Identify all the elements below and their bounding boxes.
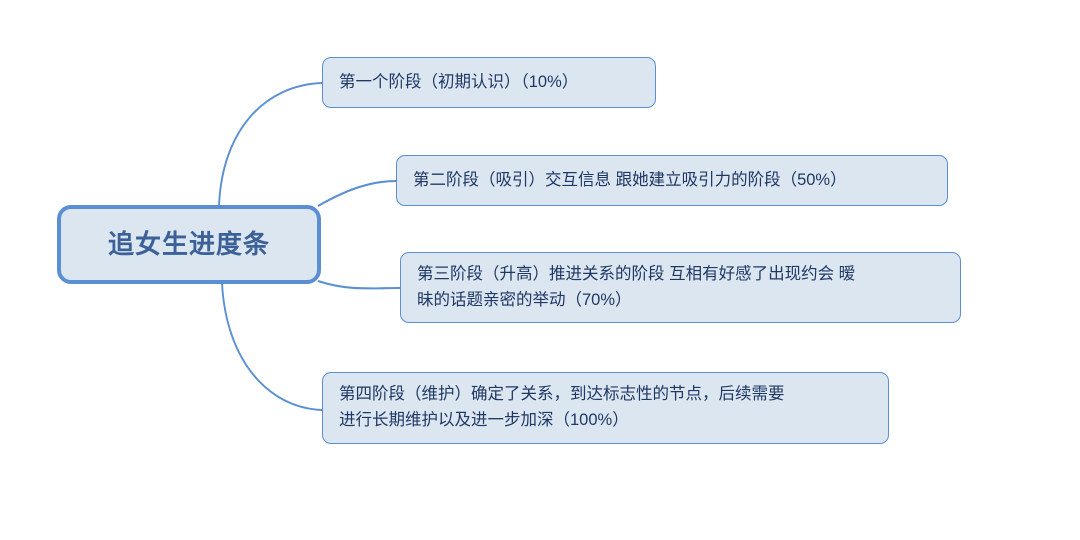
branch-node-stage-3[interactable]: 第三阶段（升高）推进关系的阶段 互相有好感了出现约会 暧 昧的话题亲密的举动（7… bbox=[400, 252, 961, 323]
branch-node-stage-1[interactable]: 第一个阶段（初期认识）（10%） bbox=[322, 57, 656, 108]
connector-root-to-stage-1 bbox=[218, 82, 323, 207]
branch-node-stage-2-label: 第二阶段（吸引）交互信息 跟她建立吸引力的阶段（50%） bbox=[413, 170, 847, 189]
branch-node-stage-4[interactable]: 第四阶段（维护）确定了关系，到达标志性的节点，后续需要 进行长期维护以及进一步加… bbox=[322, 372, 889, 444]
branch-node-stage-4-label: 第四阶段（维护）确定了关系，到达标志性的节点，后续需要 进行长期维护以及进一步加… bbox=[339, 385, 785, 429]
branch-node-stage-2[interactable]: 第二阶段（吸引）交互信息 跟她建立吸引力的阶段（50%） bbox=[396, 155, 948, 206]
branch-node-stage-3-label: 第三阶段（升高）推进关系的阶段 互相有好感了出现约会 暧 昧的话题亲密的举动（7… bbox=[417, 264, 856, 309]
root-node-label: 追女生进度条 bbox=[107, 228, 270, 259]
root-node[interactable]: 追女生进度条 bbox=[57, 205, 321, 284]
connector-root-to-stage-4 bbox=[221, 282, 323, 411]
connector-root-to-stage-3 bbox=[317, 280, 401, 290]
connector-root-to-stage-2 bbox=[317, 179, 397, 207]
branch-node-stage-1-label: 第一个阶段（初期认识）（10%） bbox=[339, 72, 579, 91]
